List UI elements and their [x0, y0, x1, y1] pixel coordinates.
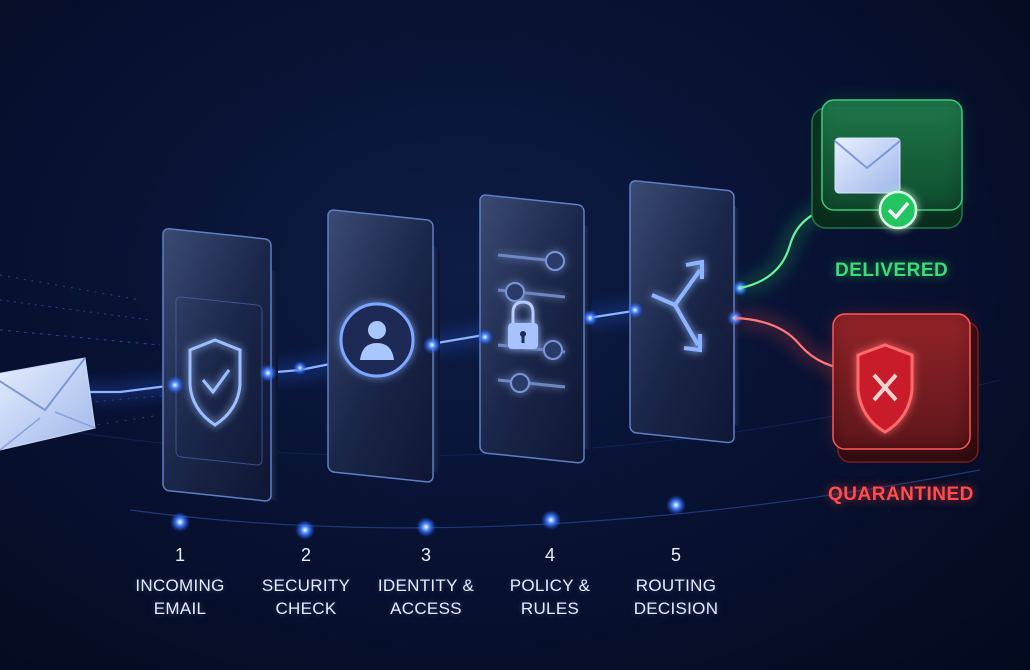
stage-5-number: 5 — [670, 545, 681, 565]
beam-node — [259, 364, 277, 382]
stage-3-label-line1: IDENTITY & — [377, 576, 475, 595]
stage-2-label-line1: SECURITY — [261, 576, 351, 595]
stage-2-number: 2 — [300, 545, 311, 565]
stage-1-label-line1: INCOMING — [135, 576, 225, 595]
beam-node — [423, 336, 441, 354]
quarantined-box — [832, 313, 979, 463]
stage-5-label-line1: ROUTING — [635, 576, 717, 595]
stage-3-number: 3 — [420, 545, 431, 565]
stage-5-label-line2: DECISION — [633, 599, 719, 618]
sliders-lock-icon — [497, 251, 566, 393]
stage-2-label: SECURITY CHECK — [236, 574, 376, 620]
beam-node — [582, 310, 598, 326]
stage-2-label-line2: CHECK — [275, 599, 337, 618]
step-dot — [666, 495, 686, 515]
beam-node — [627, 302, 643, 318]
stage-1-label-line2: EMAIL — [153, 599, 207, 618]
stage-4-number: 4 — [544, 545, 555, 565]
branch-arrows-icon — [651, 259, 704, 353]
stage-3-label-line2: ACCESS — [390, 599, 462, 618]
beam-node — [293, 361, 307, 375]
shield-x-icon — [856, 343, 914, 434]
step-dot — [295, 520, 315, 540]
step-dot — [541, 510, 561, 530]
source-envelope-icon — [0, 357, 96, 451]
stage-4-label-line1: POLICY & — [509, 576, 591, 595]
shield-check-icon — [188, 338, 242, 427]
delivered-label: DELIVERED — [835, 260, 949, 281]
step-dot — [416, 517, 436, 537]
stage-3-label: IDENTITY & ACCESS — [356, 574, 496, 620]
delivered-box — [811, 99, 963, 230]
stage-3-panel — [479, 194, 591, 464]
stage-4-label-line2: RULES — [520, 599, 580, 618]
beam-node — [166, 376, 184, 394]
stage-4-label: POLICY & RULES — [480, 574, 620, 620]
floor-arc — [129, 469, 981, 529]
stage-2-panel — [327, 209, 440, 483]
stage-5-label: ROUTING DECISION — [606, 574, 746, 620]
quarantined-label: QUARANTINED — [828, 484, 974, 505]
particle-streaks — [0, 274, 171, 441]
beam-node — [477, 329, 493, 345]
stage-4-panel — [629, 180, 740, 444]
stage-1-label: INCOMING EMAIL — [110, 574, 250, 620]
envelope-check-icon — [834, 137, 918, 230]
user-icon — [339, 302, 415, 378]
step-dot — [170, 512, 190, 532]
stage-1-panel — [162, 227, 278, 502]
step-dots — [170, 495, 686, 540]
stage-1-number: 1 — [174, 545, 185, 565]
